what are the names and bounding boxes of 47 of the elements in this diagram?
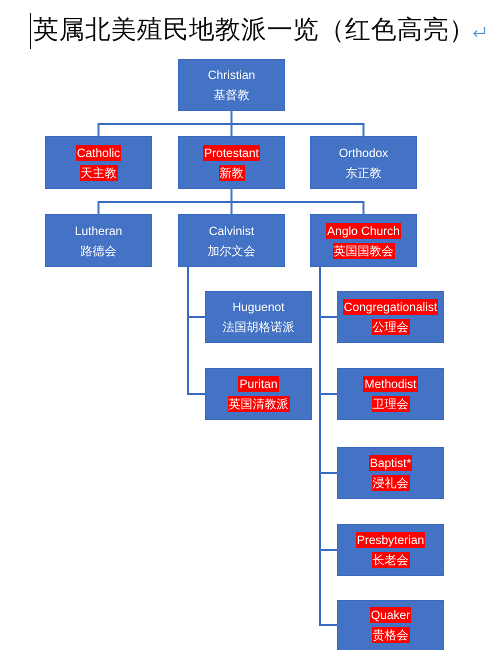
highlighted-label: 卫理会 [372, 396, 410, 412]
highlighted-label: Anglo Church [326, 222, 401, 238]
node-label: 加尔文会 [206, 242, 256, 258]
highlighted-label: Protestant [203, 144, 260, 160]
node-label: Orthodox [338, 144, 390, 160]
org-chart-box [45, 214, 152, 267]
node-label: Huguenot [231, 299, 286, 315]
org-chart-box [337, 447, 444, 499]
highlighted-label: 天主教 [80, 164, 118, 180]
highlighted-label: Quaker [370, 607, 412, 623]
org-chart-box [310, 136, 417, 189]
org-chart-box [337, 291, 444, 343]
node-label: Lutheran [74, 222, 124, 238]
org-chart-box [337, 524, 444, 576]
highlighted-label: 英国国教会 [332, 242, 394, 258]
node-label: 路德会 [80, 242, 118, 258]
org-chart-box [337, 368, 444, 420]
title: 英属北美殖民地教派一览（红色高亮） [33, 15, 475, 46]
node-label: Calvinist [208, 222, 256, 238]
highlighted-label: Puritan [238, 376, 279, 392]
connector-line [319, 267, 337, 626]
node-label: 法国胡格诺派 [222, 319, 296, 335]
org-chart-box [178, 59, 285, 111]
connector-line [230, 111, 364, 136]
connector-line [230, 189, 364, 214]
org-chart-box [45, 136, 152, 189]
highlighted-label: Methodist [363, 376, 418, 392]
org-chart-box [205, 291, 312, 343]
org-chart-box [178, 214, 285, 267]
org-chart-box [178, 136, 285, 189]
node-label: 基督教 [212, 87, 250, 103]
highlighted-label: 公理会 [372, 319, 410, 335]
org-chart-box [205, 368, 312, 420]
org-chart-box [310, 214, 417, 267]
highlighted-label: 贵格会 [372, 627, 410, 643]
highlighted-label: Baptist* [368, 455, 412, 471]
highlighted-label: Congregationalist [342, 299, 438, 315]
node-label: 东正教 [344, 164, 382, 180]
highlighted-label: 浸礼会 [372, 475, 410, 491]
highlighted-label: 英国清教派 [228, 396, 290, 412]
highlighted-label: 新教 [218, 164, 244, 180]
highlighted-label: 长老会 [372, 552, 410, 568]
connector-line [187, 267, 205, 395]
org-chart-box [337, 600, 444, 650]
highlighted-label: Presbyterian [356, 532, 426, 548]
highlighted-label: Catholic [76, 144, 122, 160]
node-label: Christian [206, 67, 256, 83]
